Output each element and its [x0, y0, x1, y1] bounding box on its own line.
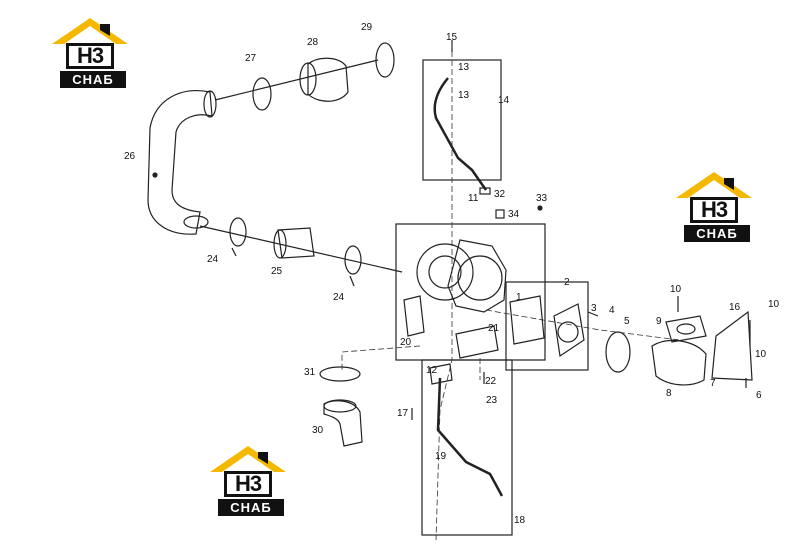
watermark-logo: H3 СНАБ — [674, 170, 754, 246]
logo-mark: H3 — [224, 471, 272, 497]
intake-pipe — [147, 90, 213, 235]
intake-pipe-end-top — [203, 90, 217, 118]
elbow-30 — [323, 400, 363, 447]
turbo-housing — [447, 239, 507, 313]
callout-label: 16 — [729, 302, 741, 313]
intake-pipe-end-bottom — [183, 215, 209, 229]
box-turbo — [395, 223, 546, 361]
callout-label: 15 — [446, 32, 458, 43]
callout-label: 14 — [498, 95, 510, 106]
callout-label: 20 — [400, 337, 412, 348]
house-roof-icon — [210, 446, 286, 472]
house-roof-icon — [52, 18, 128, 44]
callout-label: 12 — [426, 365, 438, 376]
callout-label: 1 — [516, 292, 522, 303]
watermark-logo: H3 СНАБ — [208, 444, 288, 520]
callout-label: 3 — [591, 303, 597, 314]
flange-2 — [553, 303, 585, 358]
callout-label: 27 — [245, 53, 257, 64]
gasket-21 — [455, 325, 499, 359]
callout-label: 10 — [670, 284, 682, 295]
elbow-8 — [651, 339, 707, 386]
flange-9 — [665, 315, 707, 343]
callout-label: 24 — [333, 292, 345, 303]
callout-label: 10 — [755, 349, 767, 360]
house-roof-icon — [676, 172, 752, 198]
callout-label: 33 — [536, 193, 548, 204]
logo-mark: H3 — [66, 43, 114, 69]
logo-word: СНАБ — [684, 225, 750, 242]
callout-label: 4 — [609, 305, 615, 316]
callout-label: 22 — [485, 376, 497, 387]
callout-label: 9 — [656, 316, 662, 327]
callout-label: 13 — [458, 62, 470, 73]
callout-label: 17 — [397, 408, 409, 419]
logo-word: СНАБ — [60, 71, 126, 88]
callout-label: 5 — [624, 316, 630, 327]
oil-drain-line — [436, 377, 504, 497]
clamp-24b — [344, 245, 362, 275]
callout-label: 23 — [486, 395, 498, 406]
logo-word: СНАБ — [218, 499, 284, 516]
callout-label: 25 — [271, 266, 283, 277]
hose-25 — [277, 227, 315, 259]
callout-label: 13 — [458, 90, 470, 101]
bracket-7 — [711, 310, 753, 381]
callout-label: 31 — [304, 367, 316, 378]
callout-label: 26 — [124, 151, 136, 162]
clamp-24a — [229, 217, 247, 247]
callout-label: 8 — [666, 388, 672, 399]
oil-feed-line — [433, 77, 488, 191]
callout-label: 21 — [488, 323, 500, 334]
clamp-29 — [375, 42, 395, 78]
callout-label: 18 — [514, 515, 526, 526]
box-14 — [422, 59, 502, 181]
hose-28 — [307, 57, 349, 102]
clamp-27 — [252, 77, 272, 111]
callout-label: 28 — [307, 37, 319, 48]
box-19 — [421, 359, 513, 536]
box-2 — [505, 281, 589, 371]
clamp-5 — [605, 331, 631, 373]
callout-label: 11 — [468, 193, 479, 204]
callout-label: 10 — [768, 299, 780, 310]
callout-label: 30 — [312, 425, 324, 436]
callout-label: 24 — [207, 254, 219, 265]
callout-label: 19 — [435, 451, 447, 462]
logo-mark: H3 — [690, 197, 738, 223]
watermark-logo: H3 СНАБ — [50, 16, 130, 92]
turbo-compressor — [416, 243, 474, 301]
callout-label: 6 — [756, 390, 762, 401]
clamp-31 — [319, 366, 361, 382]
callout-label: 2 — [564, 277, 570, 288]
callout-label: 34 — [508, 209, 520, 220]
gasket-1 — [509, 295, 545, 345]
callout-label: 29 — [361, 22, 373, 33]
callout-label: 32 — [494, 189, 506, 200]
callout-label: 7 — [710, 378, 716, 389]
